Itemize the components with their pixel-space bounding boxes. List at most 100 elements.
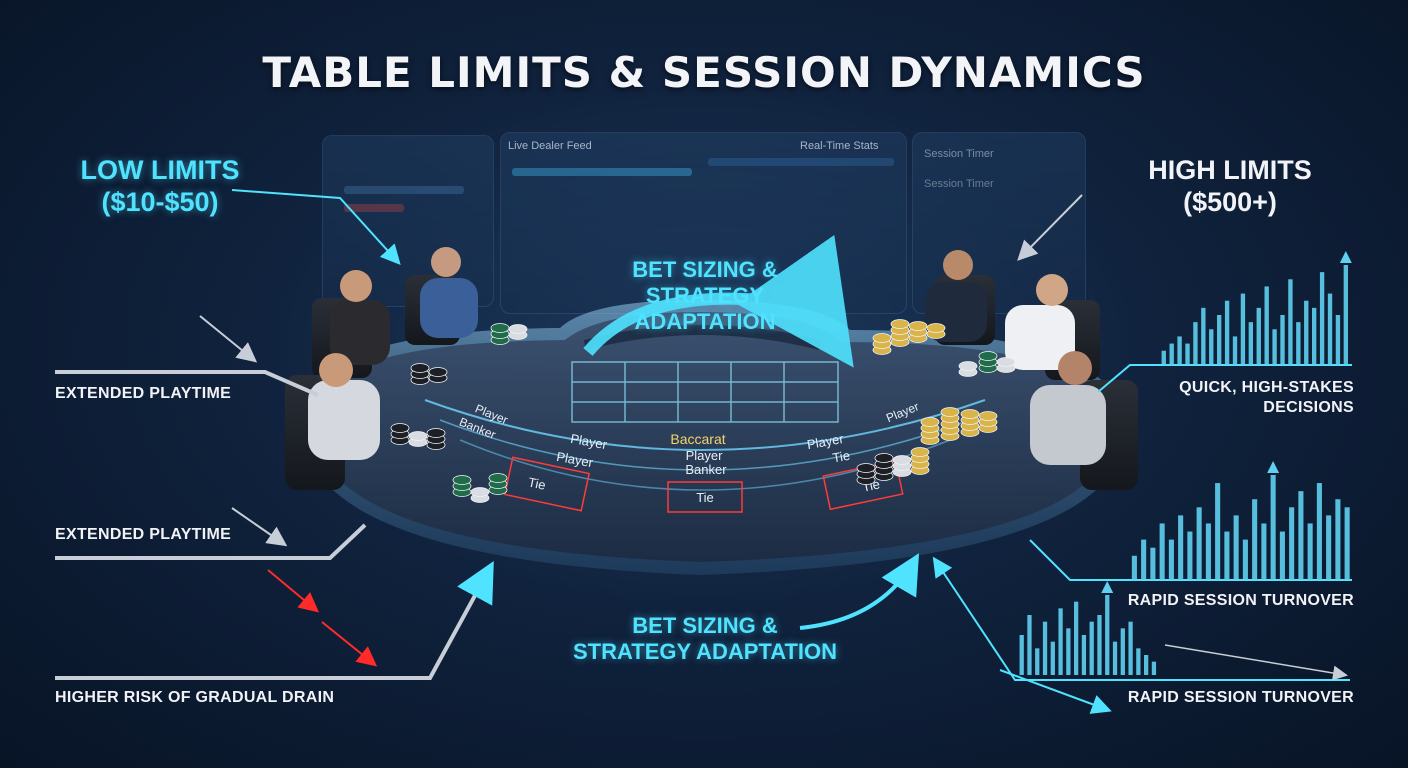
poker-chip <box>452 475 472 485</box>
chart-bar <box>1097 615 1102 675</box>
chart-bar <box>1344 507 1350 580</box>
rapid-turnover-line-2 <box>932 556 1350 681</box>
quick-decisions-line2: DECISIONS <box>1263 399 1354 416</box>
chart-bar <box>1081 635 1087 675</box>
poker-chip <box>960 409 980 419</box>
chart-3 <box>1019 581 1157 675</box>
chart-bar <box>1178 515 1184 580</box>
player-body <box>1005 305 1075 370</box>
bet-sizing-bottom-line1: BET SIZING & <box>632 613 778 638</box>
chart-bar <box>1215 483 1221 580</box>
chart-bar <box>1150 547 1156 580</box>
chart-bar <box>1224 531 1230 580</box>
chart-bar <box>1169 343 1174 365</box>
chart-2 <box>1131 461 1350 580</box>
chart-bar <box>1307 523 1313 580</box>
player-body <box>1030 385 1106 465</box>
poker-chip <box>996 357 1016 367</box>
chart-bar <box>1335 315 1341 365</box>
chart-bar <box>1327 293 1333 365</box>
high-limits-range: ($500+) <box>1183 187 1277 217</box>
chart-bar <box>1319 272 1325 365</box>
chart-bar <box>1177 336 1182 365</box>
quick-decisions-line <box>1097 364 1352 393</box>
chart-bar <box>1066 628 1071 675</box>
table-label-baccarat: Baccarat <box>670 431 725 447</box>
chart-bar <box>1289 507 1295 580</box>
poker-chip <box>390 423 410 433</box>
strategy-arrow-top <box>583 234 854 368</box>
player-head <box>431 247 461 277</box>
low-limits-pointer <box>231 189 401 265</box>
extended-playtime-label: EXTENDED PLAYTIME <box>55 385 232 402</box>
trend-line <box>1164 644 1348 681</box>
player-head <box>319 353 353 387</box>
bet-sizing-top-line3: ADAPTATION <box>634 309 776 334</box>
tie-box <box>504 456 590 512</box>
chart-bar <box>1144 655 1149 675</box>
chart-bar <box>1074 601 1079 675</box>
poker-chip <box>978 351 998 361</box>
chart-bar <box>1136 648 1141 675</box>
poker-chip <box>910 447 930 457</box>
chart-bar <box>1161 350 1166 365</box>
low-limits-title: LOW LIMITS <box>80 155 240 185</box>
table-label-tie: Tie <box>696 490 714 505</box>
rapid-turnover-pointer <box>999 669 1112 714</box>
session-timer-label-2: Session Timer <box>924 178 994 190</box>
table-label-player: Player <box>806 431 846 452</box>
dashboard-bar <box>344 204 404 212</box>
bet-sizing-top-line2: STRATEGY <box>645 283 765 308</box>
chart-bar <box>1224 300 1230 365</box>
extended-playtime-pointer <box>199 315 258 363</box>
poker-chip <box>908 321 928 331</box>
player-head <box>943 250 973 280</box>
chart-peak-arrow-icon <box>1101 581 1114 593</box>
chart-bar <box>1089 621 1094 675</box>
extended-playtime-label-2: EXTENDED PLAYTIME <box>55 526 232 543</box>
table-label-tie: Tie <box>831 448 851 466</box>
chart-bar <box>1185 343 1190 365</box>
quick-decisions-label: QUICK, HIGH-STAKES DECISIONS <box>1110 378 1354 418</box>
chart-bar <box>1196 507 1202 580</box>
chart-bar <box>1168 539 1174 580</box>
rapid-turnover-line <box>1029 539 1352 581</box>
poker-chip <box>488 473 508 483</box>
chip-stacks <box>390 319 1016 503</box>
chart-bar <box>1335 499 1341 580</box>
chart-bar <box>1027 615 1032 675</box>
poker-chip <box>490 323 510 333</box>
poker-chip <box>426 428 446 438</box>
poker-chip <box>410 363 430 373</box>
bet-sizing-bottom-line2: STRATEGY ADAPTATION <box>573 639 837 664</box>
chart-bar <box>1280 315 1285 365</box>
strategy-arrow-bottom <box>799 553 920 630</box>
player-body <box>330 300 390 365</box>
bet-sizing-top-line1: BET SIZING & <box>632 257 778 282</box>
chart-bar <box>1248 322 1254 365</box>
low-limits-label: LOW LIMITS ($10-$50) <box>70 154 250 218</box>
chart-peak-arrow-icon <box>1267 461 1280 473</box>
chart-bar <box>1232 336 1238 365</box>
bet-arc <box>439 419 971 471</box>
player-head <box>1036 274 1068 306</box>
chart-bar <box>1270 475 1276 580</box>
chart-bar <box>1288 279 1293 365</box>
table-label-player: Player <box>686 448 724 463</box>
chart-bar <box>1316 483 1322 580</box>
real-time-stats-label: Real-Time Stats <box>800 140 879 152</box>
live-dealer-feed-label: Live Dealer Feed <box>508 140 592 152</box>
high-limits-title: HIGH LIMITS <box>1148 155 1312 185</box>
dashboard-bar <box>344 186 464 194</box>
higher-risk-label: HIGHER RISK OF GRADUAL DRAIN <box>55 689 335 706</box>
low-limits-range: ($10-$50) <box>101 187 219 217</box>
poker-chip <box>874 453 894 463</box>
chart-bar <box>1151 661 1157 675</box>
table-top <box>312 312 1112 562</box>
player-head <box>1058 351 1092 385</box>
chart-bar <box>1312 307 1317 365</box>
risk-arrow <box>267 569 320 613</box>
rapid-turnover-label-2: RAPID SESSION TURNOVER <box>1127 689 1354 706</box>
poker-chip <box>940 407 960 417</box>
